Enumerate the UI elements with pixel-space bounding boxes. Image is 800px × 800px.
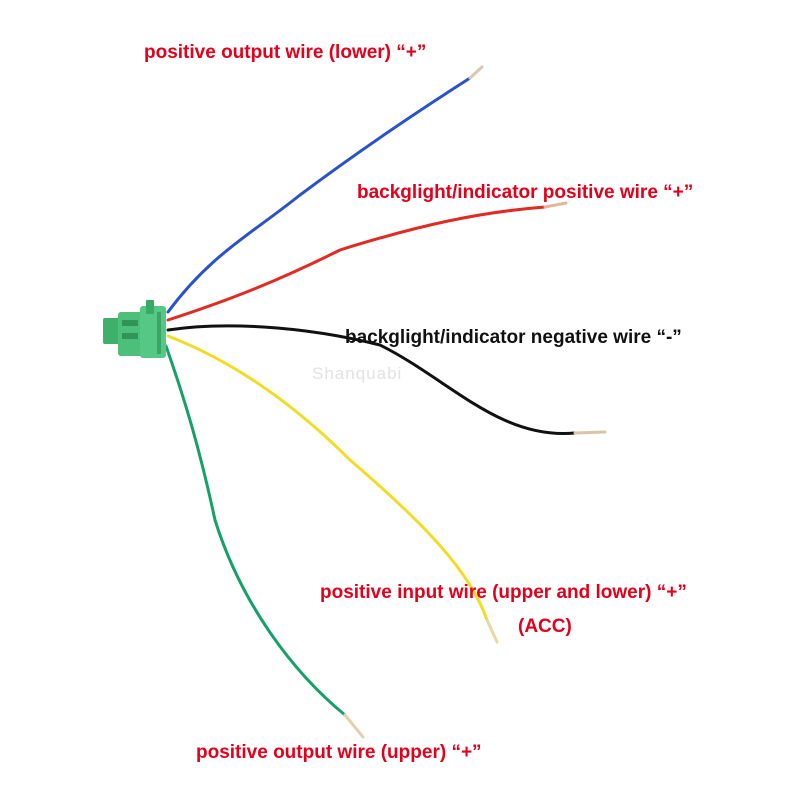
yellow-wire-tip	[485, 618, 499, 644]
green-connector	[103, 300, 166, 358]
green-wire-tip	[343, 713, 365, 739]
label-red-wire: backglight/indicator positive wire “+”	[357, 182, 694, 203]
label-green-wire: positive output wire (upper) “+”	[196, 742, 482, 763]
red-wire	[166, 205, 547, 322]
blue-wire	[166, 76, 472, 314]
red-wire-tip	[543, 201, 568, 209]
label-blue-wire: positive output wire (lower) “+”	[144, 42, 427, 63]
green-wire	[164, 344, 347, 717]
black-wire	[166, 324, 577, 436]
label-yellow-wire-acc: (ACC)	[518, 616, 572, 637]
label-black-wire: backglight/indicator negative wire “-”	[345, 327, 682, 348]
watermark-text: Shanquabi	[312, 364, 403, 383]
label-yellow-wire: positive input wire (upper and lower) “+…	[320, 582, 687, 603]
yellow-wire	[166, 334, 489, 622]
black-wire-tip	[573, 430, 607, 435]
blue-wire-tip	[468, 65, 484, 80]
